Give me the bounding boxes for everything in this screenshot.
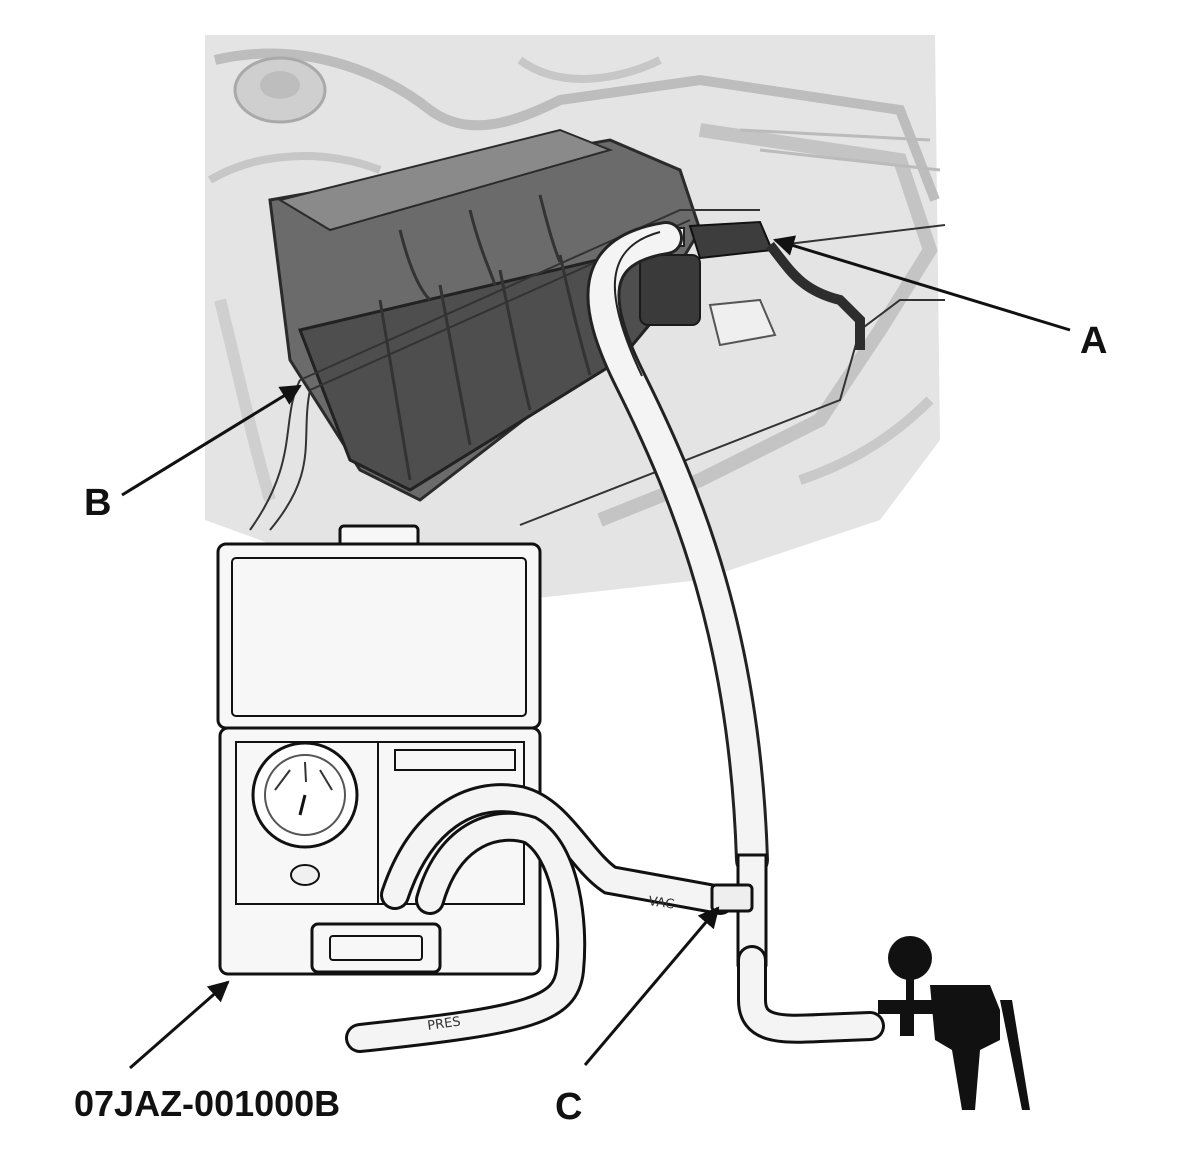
tester-hoses: VAC PRES (345, 783, 735, 1053)
evap-tester-case-icon (216, 524, 542, 976)
callout-c: C (555, 1086, 583, 1128)
pres-hose-label: PRES (426, 1014, 461, 1033)
test-hose (586, 221, 769, 877)
leader-a (772, 235, 1071, 332)
vac-hose-label: VAC (647, 894, 675, 912)
hand-vacuum-pump-icon (878, 936, 1030, 1110)
evap-canister-icon (268, 128, 777, 502)
leader-c (583, 906, 720, 1066)
leader-b (121, 384, 302, 497)
leader-tool (129, 980, 230, 1070)
callout-b: B (84, 482, 112, 524)
tool-part-number: 07JAZ-001000B (74, 1083, 341, 1124)
leader-lines (121, 235, 1071, 1070)
callout-a: A (1080, 320, 1108, 362)
t-fitting-c (710, 853, 885, 1044)
